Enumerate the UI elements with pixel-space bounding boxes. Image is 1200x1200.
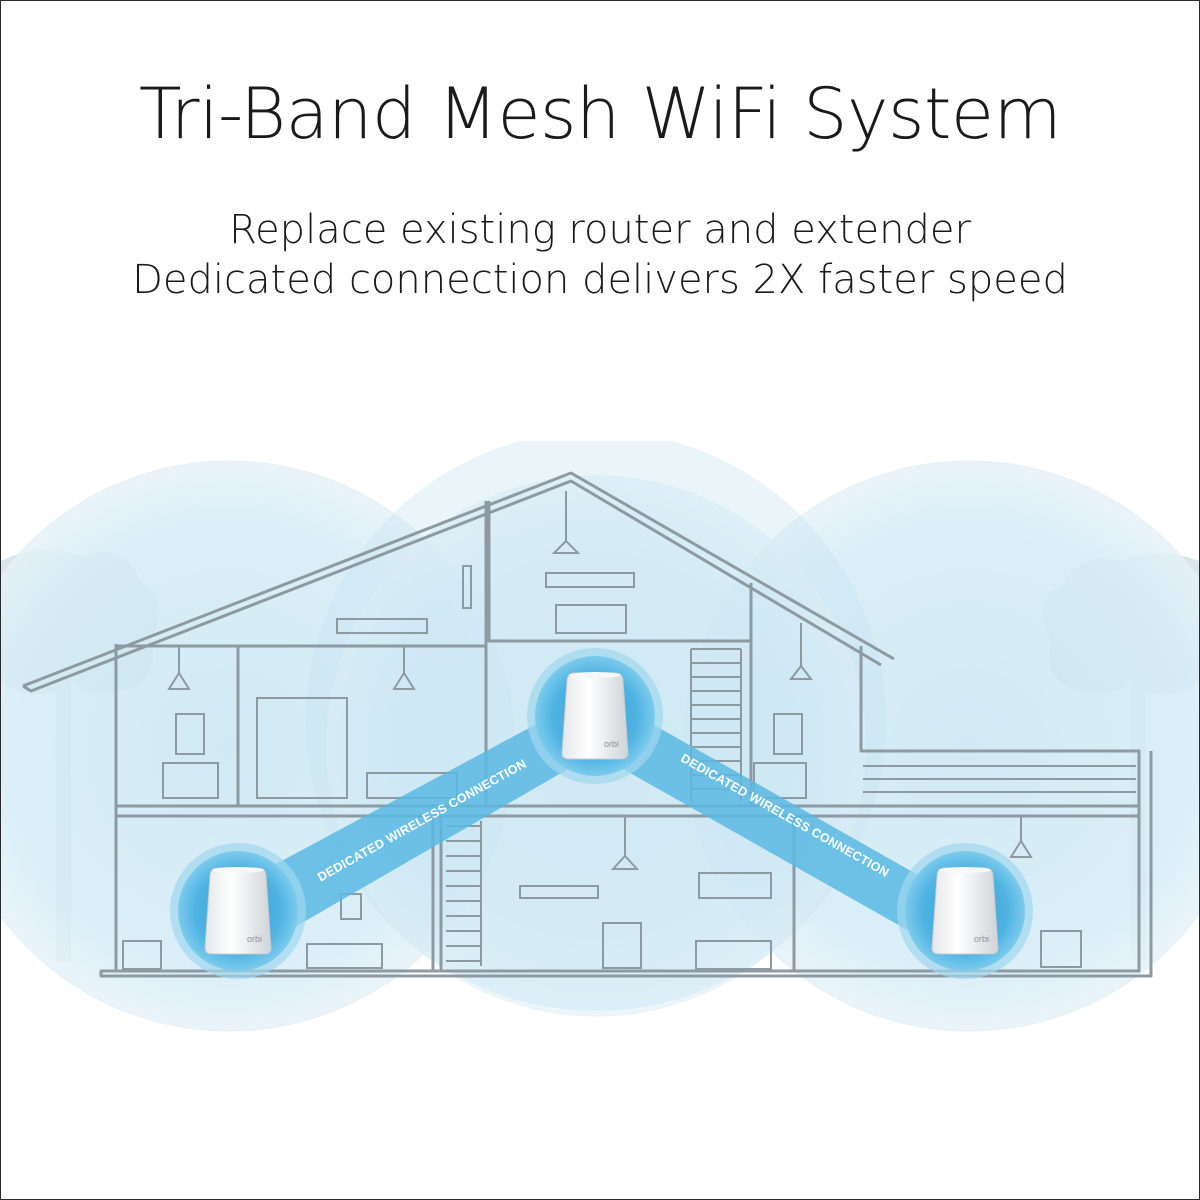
mesh-house-diagram: DEDICATED WIRELESS CONNECTION DEDICATED … [1,441,1199,1032]
subtitle-block: Replace existing router and extender Ded… [1,205,1199,305]
router-brand: orbi [604,739,619,749]
orbi-satellite-icon: orbi [204,867,272,955]
subtitle-line-1: Replace existing router and extender [229,207,971,253]
page-title: Tri-Band Mesh WiFi System [138,73,1062,155]
orbi-router-icon: orbi [561,672,629,760]
orbi-satellite-icon: orbi [931,867,999,955]
satellite-right-brand: orbi [974,934,989,944]
subtitle-line-2: Dedicated connection delivers 2X faster … [132,257,1068,303]
satellite-left-brand: orbi [247,934,262,944]
